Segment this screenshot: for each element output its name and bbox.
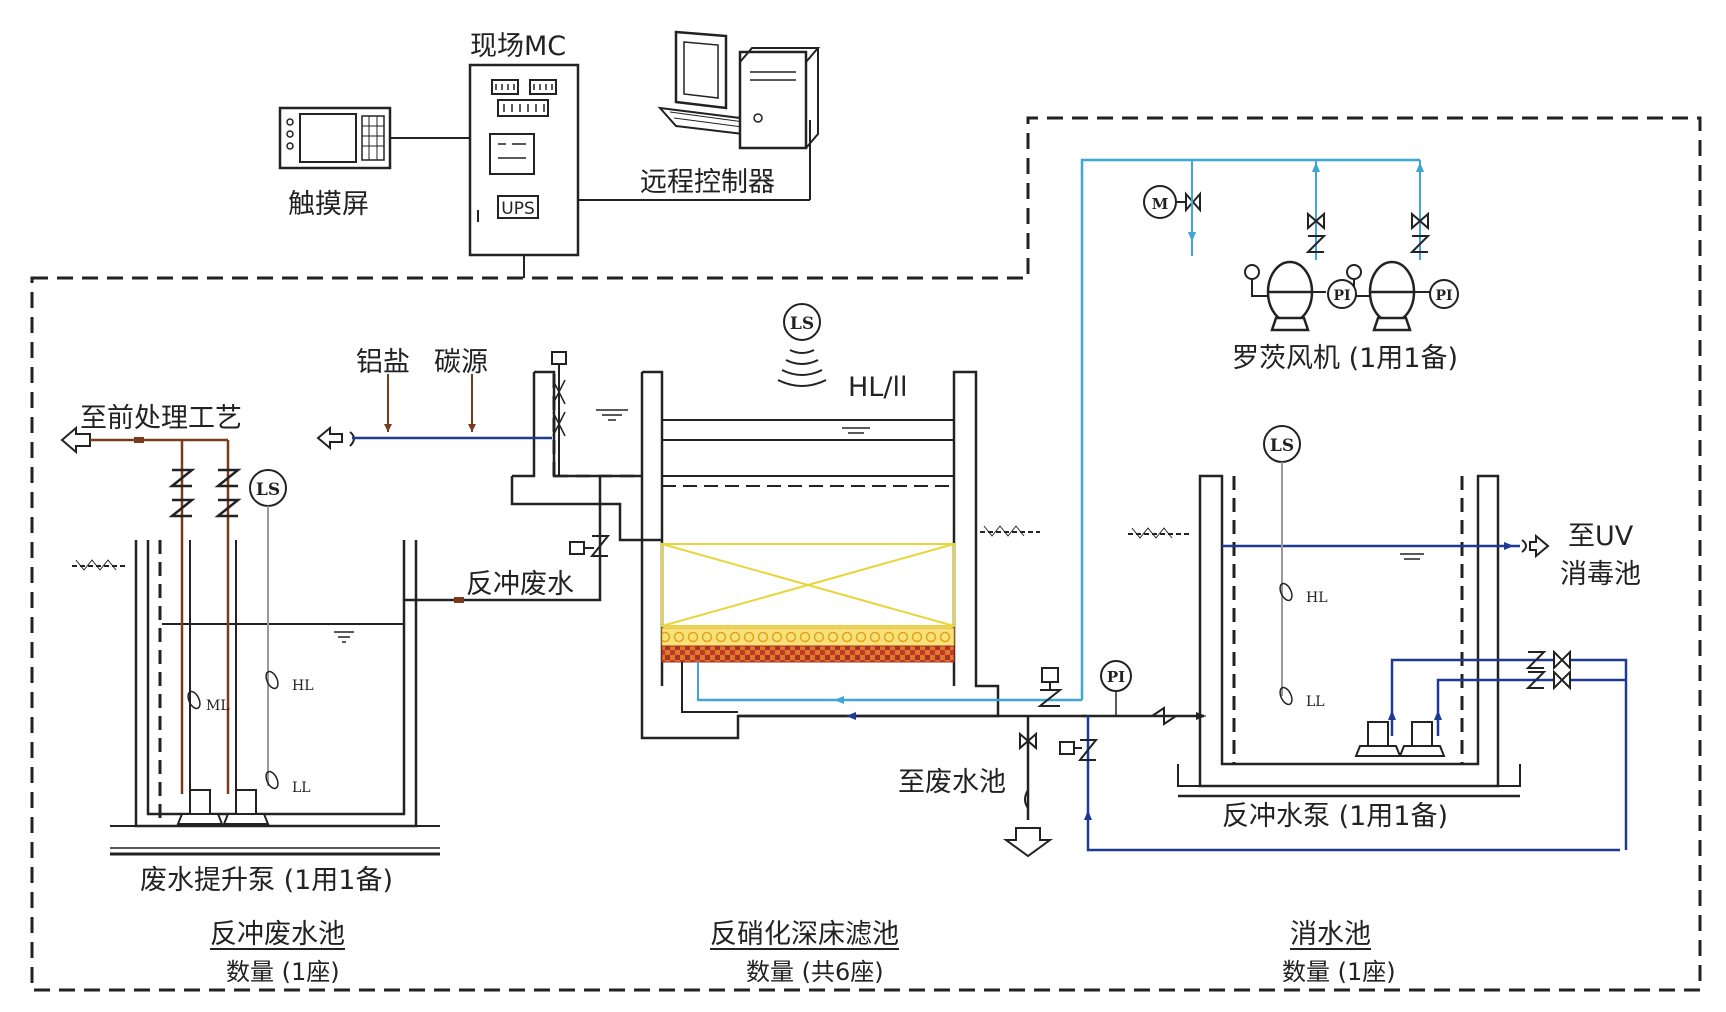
pressure-indicator-icon: PI [1100,660,1132,716]
ups-label: UPS [501,199,535,219]
filter-qty: 数量 (共6座) [746,958,884,986]
svg-text:LS: LS [256,480,280,500]
right-hl-label: HL [1306,590,1328,606]
uv-disinfection-label: 消毒池 [1560,559,1641,590]
waste-lift-pump-label: 废水提升泵 (1用1备) [140,865,394,896]
svg-text:LS: LS [790,314,814,334]
touch-screen-label: 触摸屏 [288,189,369,220]
backwash-waste-tank-qty: 数量 (1座) [226,958,340,986]
clear-water-tank-title: 消水池 [1290,919,1371,950]
pump-discharge-valves-icon [1525,649,1571,691]
denitrification-filter [510,370,1040,740]
svg-text:PI: PI [1333,288,1350,304]
blower-label: 罗茨风机 (1用1备) [1232,343,1459,374]
ultrasonic-level-sensor-icon: LS [777,303,827,387]
remote-controller-label: 远程控制器 [640,167,775,198]
backwash-valve-icon [1059,739,1099,761]
blower-valve-icon [1305,211,1431,253]
to-pretreatment-label: 至前处理工艺 [80,403,242,434]
actuated-valve-icon [569,535,611,557]
drain-valve-icon [1037,667,1063,707]
blower-pressure-indicator-icon: PI PI [1327,279,1459,309]
level-sensor-right: LS [1263,425,1301,706]
level-sensor-left: LS [187,469,287,790]
inlet-check-valve-icon [1151,706,1177,726]
filter-title: 反硝化深床滤池 [710,919,899,950]
mc-label: 现场MC [470,31,567,62]
left-ml-label: ML [206,698,230,714]
clear-water-tank [1128,474,1550,798]
mc-cabinet-icon: UPS [468,63,580,257]
right-ll-label: LL [1306,694,1325,710]
to-waste-pool-label: 至废水池 [898,767,1006,798]
backwash-waste-water-label: 反冲废水 [466,569,574,600]
svg-text:PI: PI [1435,288,1452,304]
svg-text:LS: LS [1270,436,1294,456]
gate-valve-icon [1019,731,1037,751]
to-uv-label: 至UV [1568,521,1634,552]
check-valve-icon [168,468,242,518]
filter-level-label: HL/ll [848,372,908,403]
touch-screen-icon [278,106,392,170]
svg-text:PI: PI [1107,668,1125,686]
backwash-pump-icon [1354,721,1446,757]
backwash-waste-tank [72,540,440,856]
backwash-pump-label: 反冲水泵 (1用1备) [1222,801,1449,832]
left-hl-label: HL [292,678,314,694]
backwash-waste-tank-title: 反冲废水池 [210,919,345,950]
inlet-gate-icon [551,351,567,476]
carbon-source-label: 碳源 [434,347,488,378]
clear-water-tank-qty: 数量 (1座) [1282,958,1396,986]
remote-computer-icon [657,30,821,150]
alum-label: 铝盐 [356,347,410,378]
waste-lift-pump-icon [176,789,270,825]
left-ll-label: LL [292,780,311,796]
system-boundary [30,116,1702,992]
svg-text:M: M [1152,195,1169,213]
